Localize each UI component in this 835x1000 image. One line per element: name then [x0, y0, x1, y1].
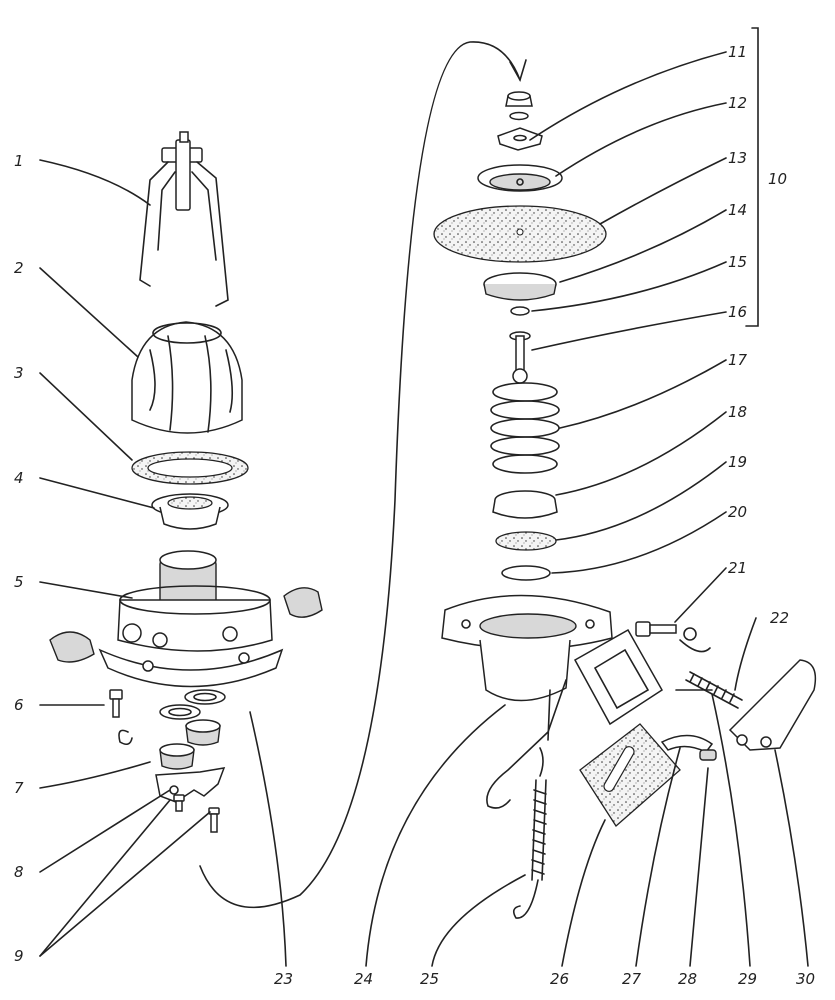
label-20: 20	[728, 503, 747, 521]
label-5: 5	[14, 573, 24, 591]
label-14: 14	[728, 201, 747, 219]
label-30: 30	[796, 970, 815, 988]
part-19-retainer	[492, 490, 558, 519]
part-26-flange-gasket	[579, 723, 681, 827]
part-3-bowl-gasket	[131, 451, 249, 485]
part-9-screws	[173, 794, 220, 833]
label-27: 27	[622, 970, 642, 988]
part-5-pump-body	[49, 550, 323, 688]
part-30-rocker-arm	[728, 659, 817, 751]
label-29: 29	[738, 970, 757, 988]
part-23-washers	[159, 689, 226, 720]
label-26: 26	[550, 970, 569, 988]
label-2: 2	[14, 259, 24, 277]
label-17: 17	[728, 351, 748, 369]
label-1: 1	[14, 152, 24, 170]
label-8: 8	[14, 863, 24, 881]
label-15: 15	[728, 253, 747, 271]
part-17-pull-rod	[509, 331, 531, 384]
label-3: 3	[14, 364, 24, 382]
label-21: 21	[728, 559, 747, 577]
part-12-washer	[497, 127, 543, 151]
part-6-bolt	[109, 689, 133, 746]
part-21-bolt	[635, 621, 711, 653]
label-23: 23	[274, 970, 293, 988]
part-15-lower-cup	[483, 272, 557, 301]
part-labels: 1 2 3 4 5 6 7 8 9 10 11 12 13 14 15 16 1…	[14, 43, 815, 988]
label-7: 7	[14, 779, 24, 797]
part-4-strainer	[151, 493, 229, 530]
part-flange-frame	[573, 628, 663, 726]
label-12: 12	[728, 94, 747, 112]
label-16: 16	[728, 303, 747, 321]
part-1-wire-clamp	[139, 131, 229, 307]
part-18-spring	[490, 382, 560, 474]
leader-lines	[39, 51, 809, 967]
part-7-cap-nuts	[159, 719, 221, 770]
part-seal-cup	[501, 565, 551, 581]
label-25: 25	[420, 970, 439, 988]
label-4: 4	[14, 469, 24, 487]
part-20-seal	[495, 531, 557, 551]
part-13-upper-cup	[477, 164, 563, 192]
label-6: 6	[14, 696, 24, 714]
label-10: 10	[768, 170, 787, 188]
label-13: 13	[728, 149, 747, 167]
part-25-return-spring	[486, 679, 567, 919]
part-16-small-washer	[510, 306, 530, 316]
assembly-arrow	[199, 41, 521, 909]
part-11-nut	[505, 91, 533, 121]
part-28-pin	[699, 749, 717, 761]
part-14-diaphragm	[433, 205, 607, 263]
label-9: 9	[14, 947, 24, 965]
label-18: 18	[728, 403, 747, 421]
part-2-glass-bowl	[131, 321, 243, 434]
label-11: 11	[728, 43, 747, 61]
label-19: 19	[728, 453, 747, 471]
part-24-lower-housing	[441, 594, 613, 702]
part-8-bracket	[155, 767, 226, 803]
label-24: 24	[354, 970, 373, 988]
bracket-10	[745, 27, 759, 327]
label-28: 28	[678, 970, 697, 988]
label-22: 22	[770, 609, 789, 627]
assembly-arrow-head	[509, 59, 527, 83]
